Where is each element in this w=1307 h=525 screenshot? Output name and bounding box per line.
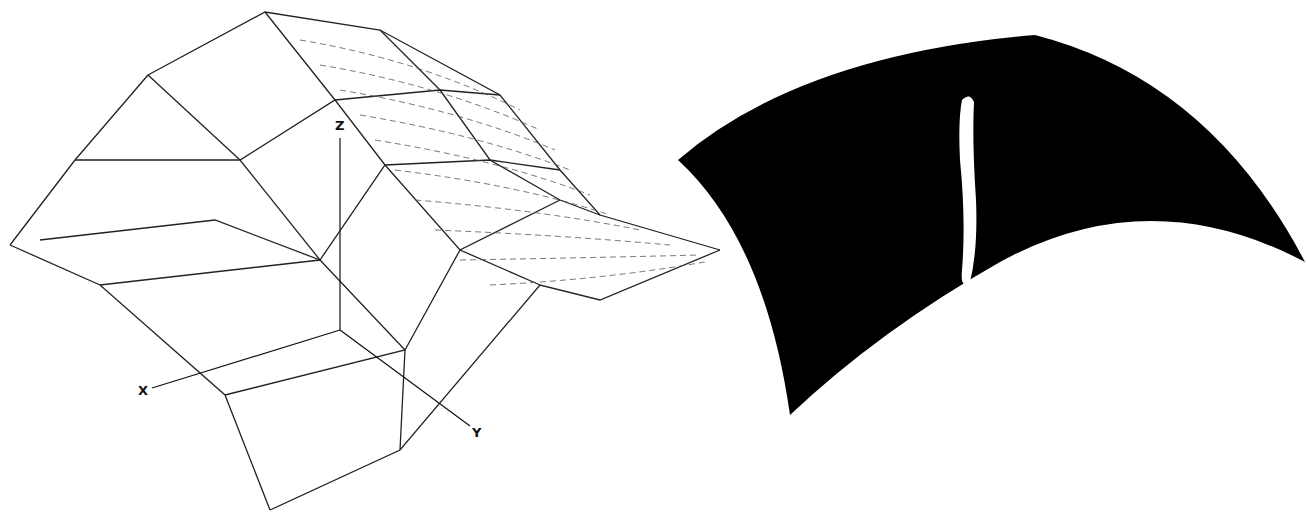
y-axis — [340, 330, 470, 426]
axis-label: Z — [333, 118, 346, 133]
axis-label: Y — [470, 425, 483, 440]
grid-line — [380, 30, 600, 215]
surface-edge — [270, 250, 720, 510]
z-axis — [339, 138, 340, 330]
surface-edge — [148, 12, 720, 250]
grid-line — [40, 160, 560, 260]
axes — [152, 138, 470, 426]
grid-line — [225, 200, 560, 395]
x-axis — [152, 330, 340, 388]
shaded-surface — [678, 35, 1305, 415]
highlight-streak — [959, 96, 976, 284]
grid-line — [100, 260, 320, 285]
axis-label: X — [136, 383, 150, 398]
grid-line — [148, 75, 405, 450]
grid-line — [75, 90, 500, 160]
wireframe-surface — [10, 12, 720, 510]
surface-curves — [300, 40, 705, 285]
surface-edge — [10, 245, 270, 510]
